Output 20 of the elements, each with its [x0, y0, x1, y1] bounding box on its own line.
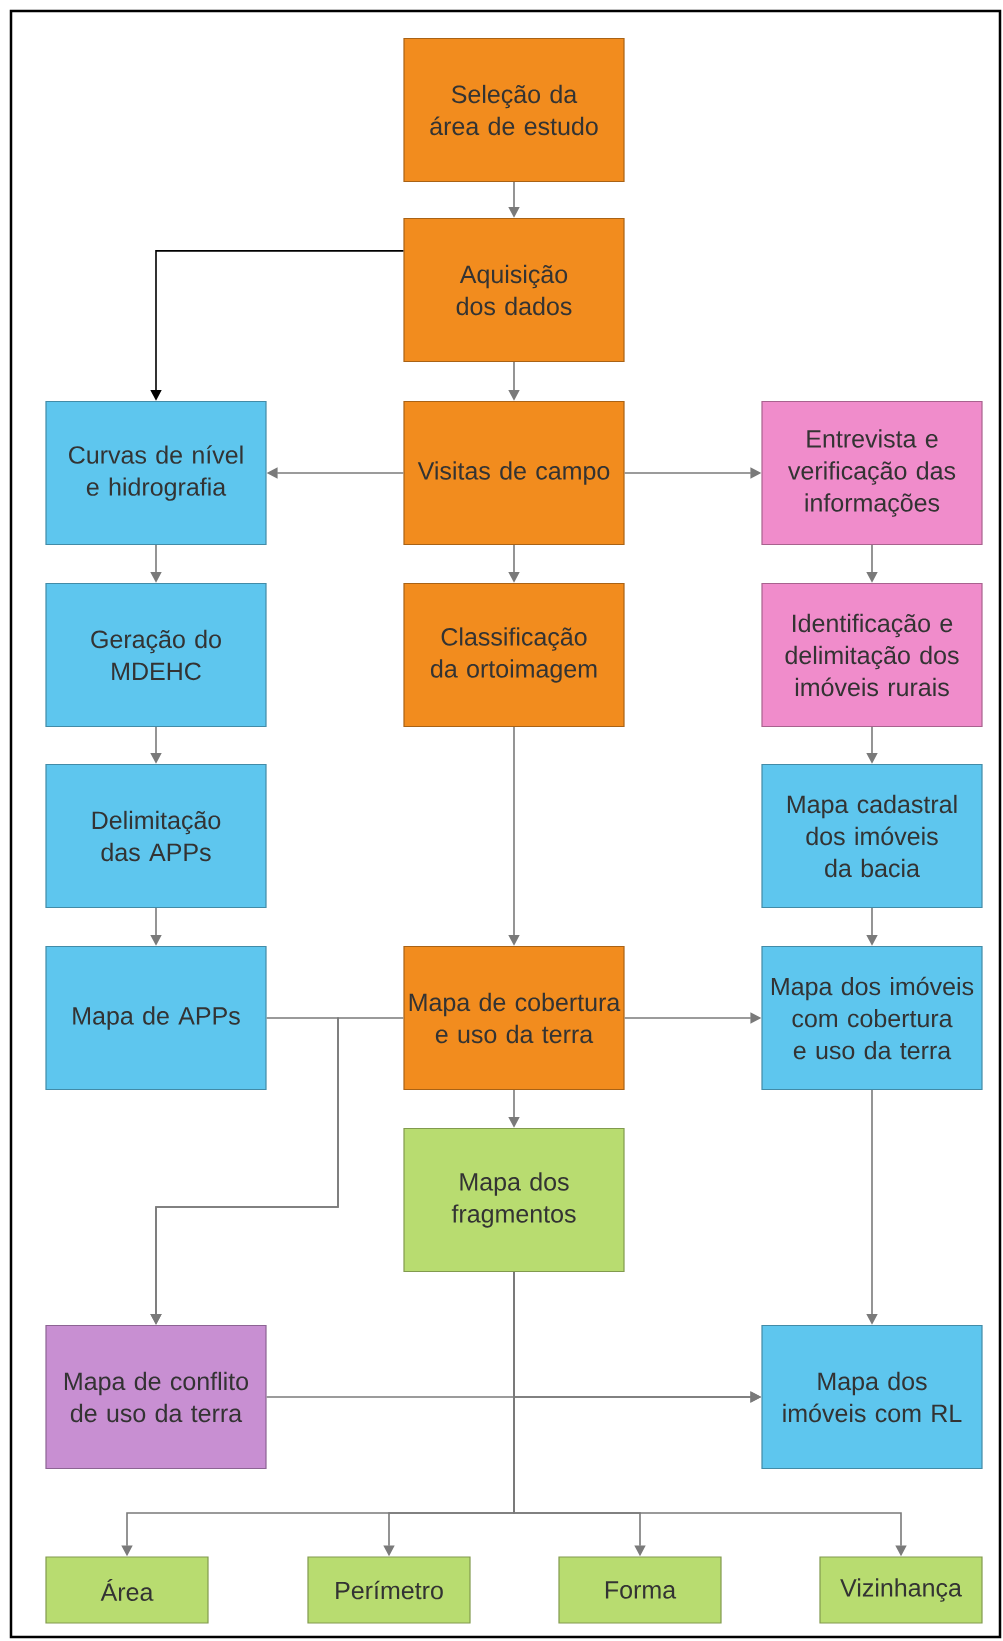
process-box: Mapa dos imóveis com cobertura e uso da terra — [761, 945, 983, 1091]
process-box: Mapa de cobertura e uso da terra — [403, 945, 625, 1091]
process-box: Vizinhança — [819, 1556, 983, 1624]
process-box: Mapa de conflito de uso da terra — [45, 1324, 267, 1470]
process-box: Entrevista e verificação das informações — [761, 400, 983, 546]
process-box: Identificação e delimitação dos imóveis rurais — [761, 582, 983, 728]
process-box: Classificação da ortoimagem — [403, 582, 625, 728]
process-box: Delimitação das APPs — [45, 763, 267, 909]
process-box: Mapa cadastral dos imóveis da bacia — [761, 763, 983, 909]
process-box: Mapa dos fragmentos — [403, 1127, 625, 1273]
process-box: Área — [45, 1556, 209, 1624]
process-box: Visitas de campo — [403, 400, 625, 546]
process-box: Mapa de APPs — [45, 945, 267, 1091]
process-box: Curvas de nível e hidrografia — [45, 400, 267, 546]
process-box: Aquisição dos dados — [403, 217, 625, 363]
process-box: Geração do MDEHC — [45, 582, 267, 728]
process-box: Mapa dos imóveis com RL — [761, 1324, 983, 1470]
process-box: Seleção da área de estudo — [403, 37, 625, 183]
process-box: Forma — [558, 1556, 722, 1624]
process-box: Perímetro — [307, 1556, 471, 1624]
